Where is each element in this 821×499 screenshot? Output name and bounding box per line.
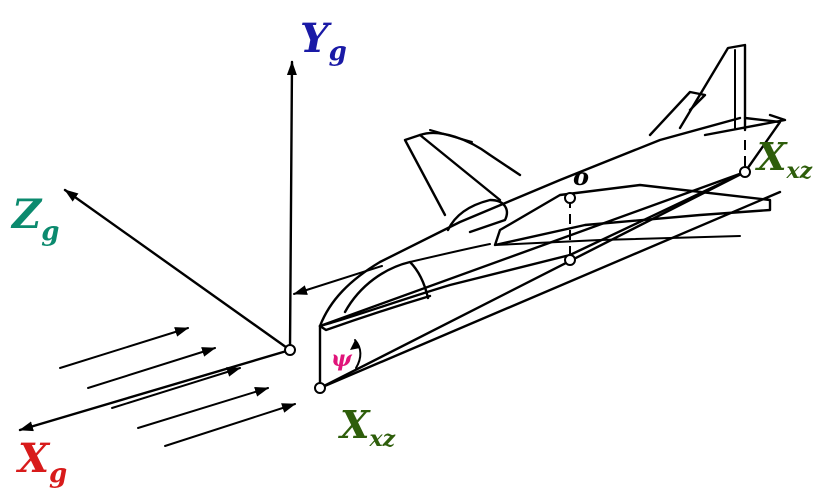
xxz-projection-line: [318, 170, 747, 328]
fuselage-top: [318, 116, 742, 328]
h-stab-far: [648, 90, 707, 137]
xxz-bottom-label: Xxz: [338, 402, 396, 452]
far-wing-leading: [418, 131, 522, 177]
near-wing-trailing: [494, 235, 741, 246]
h-stab-near: [703, 113, 787, 137]
heading-line: [318, 170, 747, 390]
xg-label: Xg: [15, 435, 67, 489]
nose-ground-point: [314, 382, 326, 394]
psi-arc: [354, 339, 362, 369]
xxz-right-label-sub: xz: [785, 158, 812, 184]
yg-axis: [286, 60, 297, 352]
xg-label-sub: g: [49, 459, 67, 489]
flow-arrow: [137, 387, 269, 429]
aircraft-outline: [318, 43, 787, 332]
tail-exhaust: [743, 116, 782, 174]
xxz-right-label-main: X: [755, 134, 788, 179]
xxz-bottom-label-sub: xz: [368, 426, 395, 452]
body-axis-geometry: [318, 140, 782, 390]
air-intake: [446, 198, 509, 234]
canopy-rear: [409, 243, 491, 263]
near-wing: [493, 183, 772, 247]
far-wing: [403, 133, 502, 217]
xxz-bottom-label-main: X: [338, 402, 371, 447]
airflow-arrows: [59, 327, 296, 447]
zg-axis: [63, 188, 292, 352]
tail-point: [739, 166, 751, 178]
cg-point: [564, 192, 576, 204]
cg-ground-point: [564, 254, 576, 266]
flow-arrow: [59, 327, 189, 369]
flow-arrow: [164, 403, 296, 447]
xxz-right-label: Xxz: [755, 134, 813, 184]
origin-label: o: [573, 162, 589, 191]
zg-label: Zg: [10, 191, 59, 247]
wing-fence: [429, 129, 473, 143]
zg-label-main: Z: [10, 191, 43, 238]
ground-projection-line: [318, 190, 782, 390]
yg-label-sub: g: [329, 37, 347, 67]
psi-arc-head: [350, 340, 360, 350]
nose: [318, 294, 432, 332]
yg-label: Yg: [300, 15, 347, 67]
xg-axis: [18, 348, 292, 432]
yg-label-main: Y: [300, 15, 332, 62]
vertical-tail: [678, 43, 747, 132]
flow-arrow: [87, 347, 216, 389]
ground-origin-point: [284, 344, 296, 356]
zg-label-sub: g: [41, 217, 59, 247]
psi-label: ψ: [331, 346, 353, 372]
ground-axes: [18, 60, 297, 432]
points: [284, 166, 751, 394]
xg-label-main: X: [15, 435, 51, 482]
flow-arrow: [111, 367, 241, 409]
